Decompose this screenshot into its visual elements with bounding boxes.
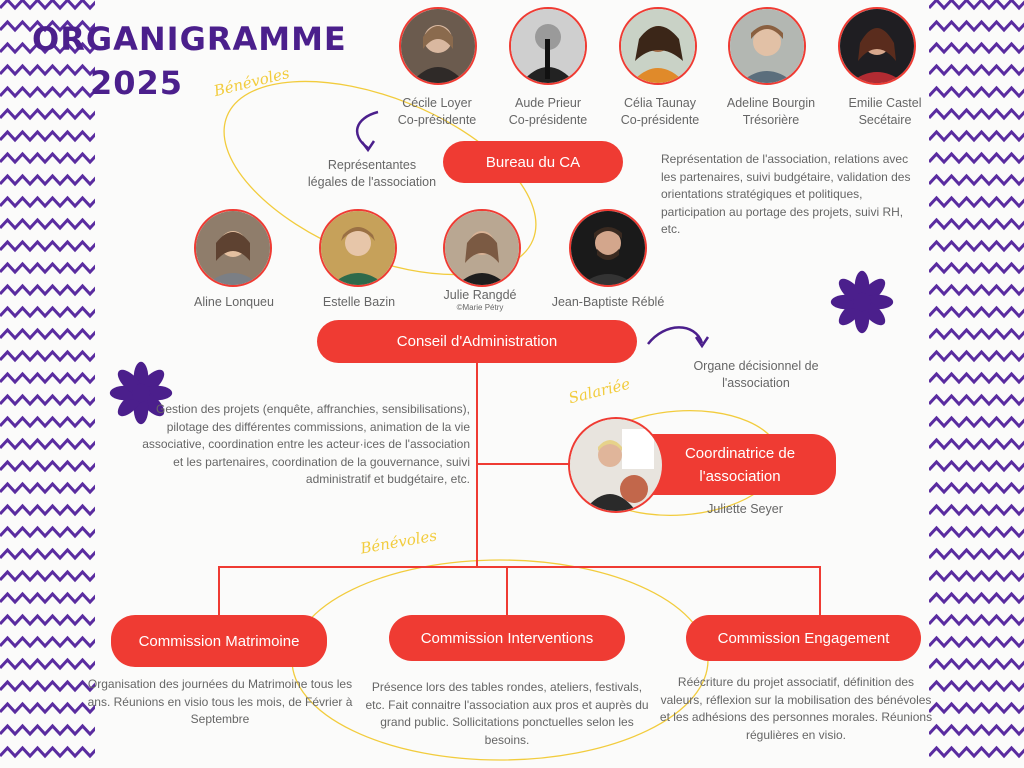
conseil-administration-box: Conseil d'Administration: [317, 320, 637, 363]
connector-coordinatrice: [476, 463, 576, 465]
avatar: [509, 7, 587, 85]
avatar: [569, 209, 647, 287]
flower-icon: [830, 270, 894, 334]
connector-horizontal: [218, 566, 821, 568]
connector-engagement: [819, 566, 821, 616]
page-title-year: 2025: [90, 64, 184, 102]
avatar: [443, 209, 521, 287]
member-name: Jean-Baptiste Réblé: [551, 295, 665, 309]
coordinatrice-name: Juliette Seyer: [707, 502, 783, 516]
flower-icon: [109, 361, 173, 425]
avatar: [728, 7, 806, 85]
member-name: Aline Lonqueu: [194, 295, 274, 309]
avatar: [838, 7, 916, 85]
avatar: [399, 7, 477, 85]
connector-interventions: [506, 566, 508, 616]
zigzag-right-decoration: [929, 0, 1024, 759]
commission-interventions-description: Présence lors des tables rondes, atelier…: [365, 680, 649, 747]
ca-description: Gestion des projets (enquête, affranchie…: [142, 402, 470, 486]
connector-matrimoine: [218, 566, 220, 618]
avatar: [619, 7, 697, 85]
zigzag-left-decoration: [0, 0, 95, 759]
arrow-icon: [355, 110, 379, 150]
bureau-ca-box: Bureau du CA: [443, 141, 623, 183]
avatar: [568, 417, 664, 513]
avatar: [194, 209, 272, 287]
member-name: Estelle Bazin: [322, 295, 396, 309]
commission-engagement-description: Réécriture du projet associatif, définit…: [659, 675, 933, 742]
page-title: ORGANIGRAMME: [32, 20, 347, 58]
commission-engagement-box: Commission Engagement: [686, 615, 921, 661]
arrow-icon: [647, 326, 704, 345]
avatar: [319, 209, 397, 287]
bureau-description: Représentation de l'association, relatio…: [661, 152, 911, 236]
photo-credit: ©Marie Pétry: [456, 303, 504, 312]
commission-matrimoine-box: Commission Matrimoine: [111, 615, 327, 667]
commission-interventions-box: Commission Interventions: [389, 615, 625, 661]
member-name: Julie Rangdé: [443, 288, 517, 302]
commission-matrimoine-description: Organisation des journées du Matrimoine …: [87, 677, 353, 726]
